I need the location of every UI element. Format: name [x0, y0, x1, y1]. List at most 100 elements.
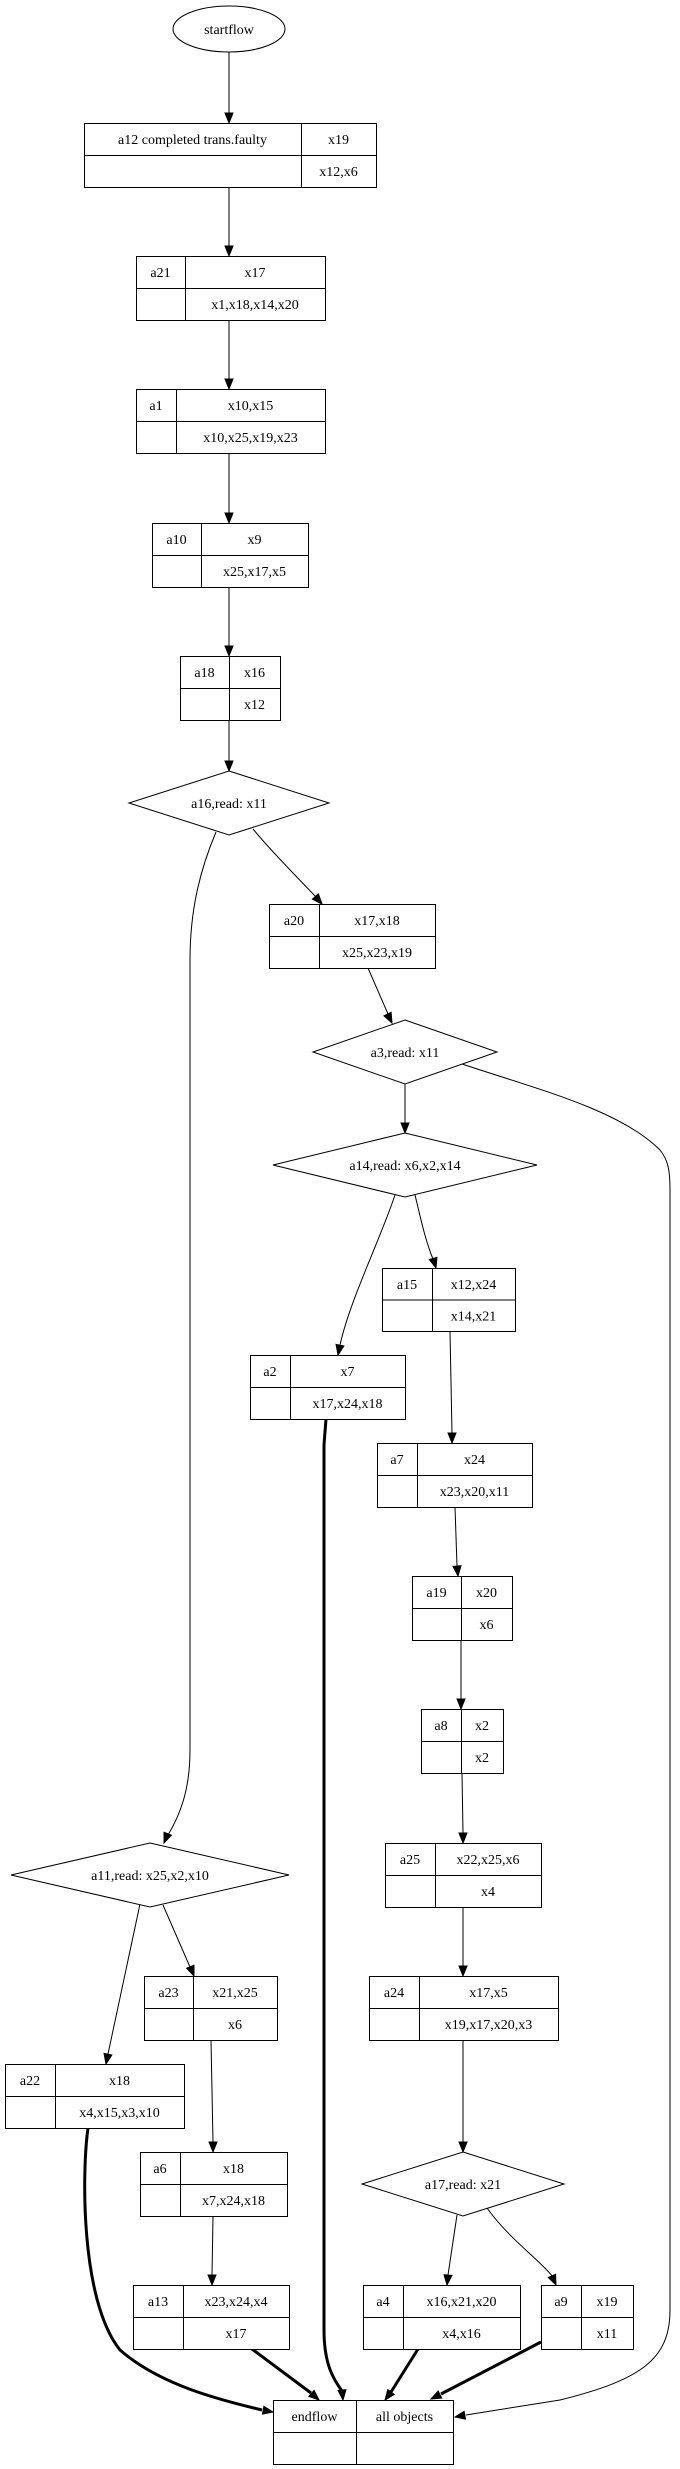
arrowhead-icon [447, 1432, 457, 1445]
edge-a11-to-a22 [103, 1903, 141, 2066]
activity-node-a9[interactable]: a9 x19 x11 [541, 2285, 634, 2350]
node-read-objects: x12 [244, 698, 265, 713]
edge-line [210, 2039, 214, 2143]
node-activity-label: a8 [434, 1719, 447, 1734]
node-read-objects: x6 [480, 1618, 494, 1633]
activity-node-a23[interactable]: a23 x21,x25 x6 [144, 1976, 278, 2041]
node-read-objects: x1,x18,x14,x20 [211, 298, 299, 313]
decision-label: a17,read: x21 [425, 2178, 501, 2193]
arrowhead-icon [224, 760, 234, 773]
edge-line [440, 2340, 542, 2396]
arrowhead-icon [452, 1565, 462, 1578]
decision-node-a17[interactable]: a17,read: x21 [360, 2151, 566, 2217]
edge-a14-to-a15 [414, 1194, 438, 1270]
start-node-label: startflow [204, 23, 255, 38]
edge-a16-to-a20 [252, 828, 323, 906]
node-written-objects: x16 [244, 666, 265, 681]
node-read-objects: x14,x21 [451, 1310, 497, 1325]
edge-line [454, 1506, 458, 1567]
node-read-objects: x6 [228, 2018, 242, 2033]
arrowhead-icon [311, 892, 323, 906]
node-written-objects: x7 [341, 1365, 355, 1380]
node-activity-label: a12 completed trans.faulty [118, 133, 267, 148]
arrowhead-icon [453, 2410, 467, 2420]
node-written-objects: x22,x25,x6 [457, 1853, 520, 1868]
arrowhead-icon [261, 2405, 275, 2415]
node-written-objects: x23,x24,x4 [205, 2295, 268, 2310]
start-node[interactable]: startflow [172, 5, 286, 53]
edge-a6-to-a13 [207, 2215, 217, 2287]
node-written-objects: x17 [245, 266, 266, 281]
node-read-objects: x4,x16 [442, 2327, 481, 2342]
decision-node-a16[interactable]: a16,read: x11 [127, 770, 331, 836]
edge-a7-to-a19 [452, 1506, 462, 1578]
arrowhead-icon [185, 1964, 195, 1978]
edge-line [252, 828, 317, 898]
arrowhead-icon [103, 2052, 113, 2066]
node-activity-label: a1 [149, 399, 162, 414]
node-written-objects: x17,x18 [354, 914, 400, 929]
edge-a3-to-endflow [453, 1063, 671, 2420]
edge-a8-to-a25 [458, 1772, 468, 1845]
decision-node-a14[interactable]: a14,read: x6,x2,x14 [272, 1132, 538, 1198]
node-activity-label: a24 [384, 1986, 404, 2001]
node-read-objects: x17,x24,x18 [313, 1397, 383, 1412]
edge-startflow-to-a12 [224, 52, 234, 125]
node-read-objects: x10,x25,x19,x23 [203, 431, 298, 446]
arrowhead-icon [337, 2389, 347, 2402]
edge-line [367, 967, 389, 1015]
node-read-objects: x23,x20,x11 [440, 1485, 509, 1500]
node-written-objects: x19 [597, 2295, 618, 2310]
node-activity-label: a4 [376, 2295, 389, 2310]
edge-a16-to-a11 [163, 831, 217, 1845]
arrowhead-icon [224, 645, 234, 658]
decision-label: a16,read: x11 [191, 797, 267, 812]
node-written-objects: x2 [475, 1719, 489, 1734]
node-written-objects: x21,x25 [212, 1986, 258, 2001]
edge-a3-to-a14 [400, 1084, 410, 1135]
arrowhead-icon [400, 1122, 410, 1135]
node-activity-label: a18 [194, 666, 214, 681]
decision-diamond [127, 770, 331, 836]
activity-node-a18[interactable]: a18 x16 x12 [180, 656, 281, 721]
activity-node-a2[interactable]: a2 x7 x17,x24,x18 [250, 1355, 406, 1420]
node-activity-label: a7 [390, 1453, 403, 1468]
node-activity-label: a2 [263, 1365, 276, 1380]
node-written-objects: x17,x5 [469, 1986, 508, 2001]
decision-node-a11[interactable]: a11,read: x25,x2,x10 [10, 1842, 290, 1908]
edge-line [461, 1772, 464, 1834]
edge-a2-to-endflow [322, 1418, 347, 2402]
edge-line [389, 2348, 420, 2393]
node-activity-label: a23 [158, 1986, 178, 2001]
decision-label: a14,read: x6,x2,x14 [349, 1159, 460, 1174]
arrowhead-icon [383, 1011, 393, 1025]
decision-node-a3[interactable]: a3,read: x11 [311, 1019, 499, 1085]
node-activity-label: a9 [554, 2295, 567, 2310]
edge-a9-to-endflow [429, 2340, 542, 2400]
node-read-objects: x11 [597, 2327, 617, 2342]
edge-a20-to-a3 [367, 967, 393, 1025]
arrowhead-icon [384, 2388, 396, 2402]
node-read-objects: x25,x23,x19 [342, 946, 412, 961]
node-read-objects: x17 [226, 2327, 247, 2342]
decision-label: a11,read: x25,x2,x10 [91, 1869, 209, 1884]
node-written-objects: x20 [476, 1586, 497, 1601]
edge-a21-to-a1 [224, 320, 234, 391]
